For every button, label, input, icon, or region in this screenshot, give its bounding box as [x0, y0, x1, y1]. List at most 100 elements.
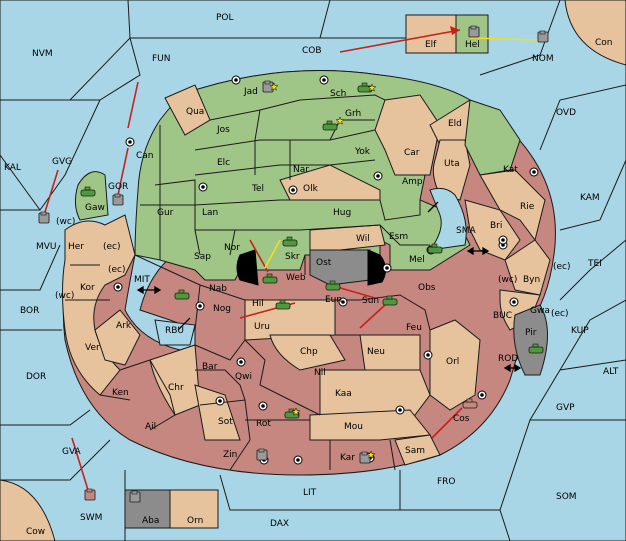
- border-tei: [559, 159, 626, 231]
- region-orl[interactable]: [429, 319, 481, 411]
- supply-center-dot: [385, 266, 389, 270]
- label-coast-wc: (wc): [498, 275, 517, 285]
- label-nog: Nog: [213, 304, 231, 314]
- label-dor: DOR: [26, 372, 46, 382]
- label-qwi: Qwi: [235, 372, 252, 382]
- army-unit-icon[interactable]: [382, 295, 398, 306]
- label-chp: Chp: [300, 347, 318, 357]
- support-line: [264, 239, 281, 269]
- label-zin: Zin: [223, 450, 237, 460]
- supply-center-dot: [501, 238, 505, 242]
- label-feu: Feu: [406, 323, 422, 333]
- region-pir[interactable]: [513, 304, 548, 376]
- label-hil: Hil: [252, 299, 264, 309]
- label-lit: LIT: [303, 488, 317, 498]
- region-kat[interactable]: [464, 99, 521, 176]
- label-nab: Nab: [209, 284, 227, 294]
- label-gva: GVA: [62, 447, 82, 457]
- fleet-unit-icon[interactable]: [112, 193, 124, 206]
- fleet-unit-icon[interactable]: [468, 25, 480, 38]
- label-sap: Sap: [194, 252, 211, 262]
- label-elc: Elc: [217, 158, 230, 168]
- label-con: Con: [595, 38, 613, 48]
- army-unit-icon[interactable]: [262, 273, 278, 284]
- supply-centers: [113, 75, 539, 465]
- border-dor: [0, 409, 91, 426]
- order-arrow: [127, 81, 139, 129]
- supply-center-dot: [116, 285, 120, 289]
- border-fun: [70, 37, 141, 101]
- supply-center-dot: [218, 399, 222, 403]
- fleet-unit-icon[interactable]: [256, 448, 268, 461]
- label-jos: Jos: [216, 125, 230, 135]
- label-kup: KUP: [571, 326, 589, 336]
- label-bar: Bar: [202, 362, 218, 372]
- fleet-unit-icon[interactable]: [537, 30, 549, 43]
- arrowhead: [450, 26, 460, 35]
- region-mou[interactable]: [309, 409, 431, 441]
- label-sch: Sch: [330, 89, 346, 99]
- label-gur: Gur: [157, 208, 174, 218]
- fleet-unit-icon[interactable]: [38, 211, 50, 224]
- army-unit-icon[interactable]: [174, 289, 190, 300]
- label-ver: Ver: [85, 343, 100, 353]
- army-unit-icon[interactable]: [80, 186, 96, 197]
- region-orn[interactable]: [169, 489, 219, 529]
- order-arrow: [117, 147, 129, 196]
- army-unit-icon[interactable]: [282, 236, 298, 247]
- army-unit-icon[interactable]: [528, 343, 544, 354]
- region-chp[interactable]: [269, 334, 346, 371]
- fleet-unit-icon[interactable]: [129, 490, 141, 503]
- label-rot: Rot: [256, 419, 271, 429]
- order-arrow: [359, 304, 386, 329]
- order-arrow: [431, 407, 463, 439]
- region-labels: POL NVM FUN COB Elf Hel NOM Con OVD KAL …: [4, 13, 619, 537]
- army-unit-icon[interactable]: [325, 280, 341, 291]
- region-ark[interactable]: [94, 309, 141, 366]
- label-som: SOM: [556, 492, 577, 502]
- label-orl: Orl: [446, 357, 459, 367]
- label-gor: GOR: [108, 182, 128, 192]
- supply-center-dot: [291, 188, 295, 192]
- label-sma: SMA: [456, 226, 476, 236]
- label-kar: Kar: [340, 453, 355, 463]
- label-eld: Eld: [448, 119, 462, 129]
- star-icon: [335, 116, 345, 125]
- region-ost[interactable]: [309, 249, 371, 286]
- label-ken: Ken: [112, 388, 129, 398]
- label-bri: Bri: [490, 221, 502, 231]
- army-unit-icon[interactable]: [462, 398, 478, 409]
- star-icon: [367, 83, 377, 92]
- label-uta: Uta: [444, 159, 460, 169]
- region-sam[interactable]: [394, 434, 441, 466]
- label-obs: Obs: [418, 283, 436, 293]
- army-unit-icon[interactable]: [427, 243, 443, 254]
- army-unit-icon[interactable]: [275, 299, 291, 310]
- label-cos: Cos: [453, 414, 470, 424]
- two-way-arrows: [136, 201, 522, 373]
- fleet-unit-icon[interactable]: [84, 488, 96, 501]
- region-car[interactable]: [374, 94, 441, 176]
- fleet-unit-icon[interactable]: [359, 451, 371, 464]
- order-arrow: [339, 29, 461, 53]
- continent: [62, 70, 556, 476]
- label-eun: Eun: [325, 295, 342, 305]
- region-chr[interactable]: [149, 344, 201, 416]
- region-sot[interactable]: [194, 384, 241, 441]
- region-byn[interactable]: [504, 239, 551, 296]
- label-alt: ALT: [603, 367, 619, 377]
- supply-center-dot: [201, 185, 205, 189]
- region-elf[interactable]: [405, 14, 457, 54]
- army-unit-icon[interactable]: [322, 120, 338, 131]
- region-uta[interactable]: [432, 139, 471, 201]
- label-gaw: Gaw: [85, 203, 105, 213]
- border-kal: [0, 100, 41, 211]
- supply-center-dot: [261, 404, 265, 408]
- label-uru: Uru: [254, 322, 270, 332]
- region-olk[interactable]: [279, 164, 381, 201]
- border-kup: [559, 239, 626, 301]
- label-yok: Yok: [354, 147, 371, 157]
- label-byn: Byn: [523, 275, 540, 285]
- sea-sma-channel: [428, 187, 467, 251]
- sea-rbu-channel: [154, 319, 196, 346]
